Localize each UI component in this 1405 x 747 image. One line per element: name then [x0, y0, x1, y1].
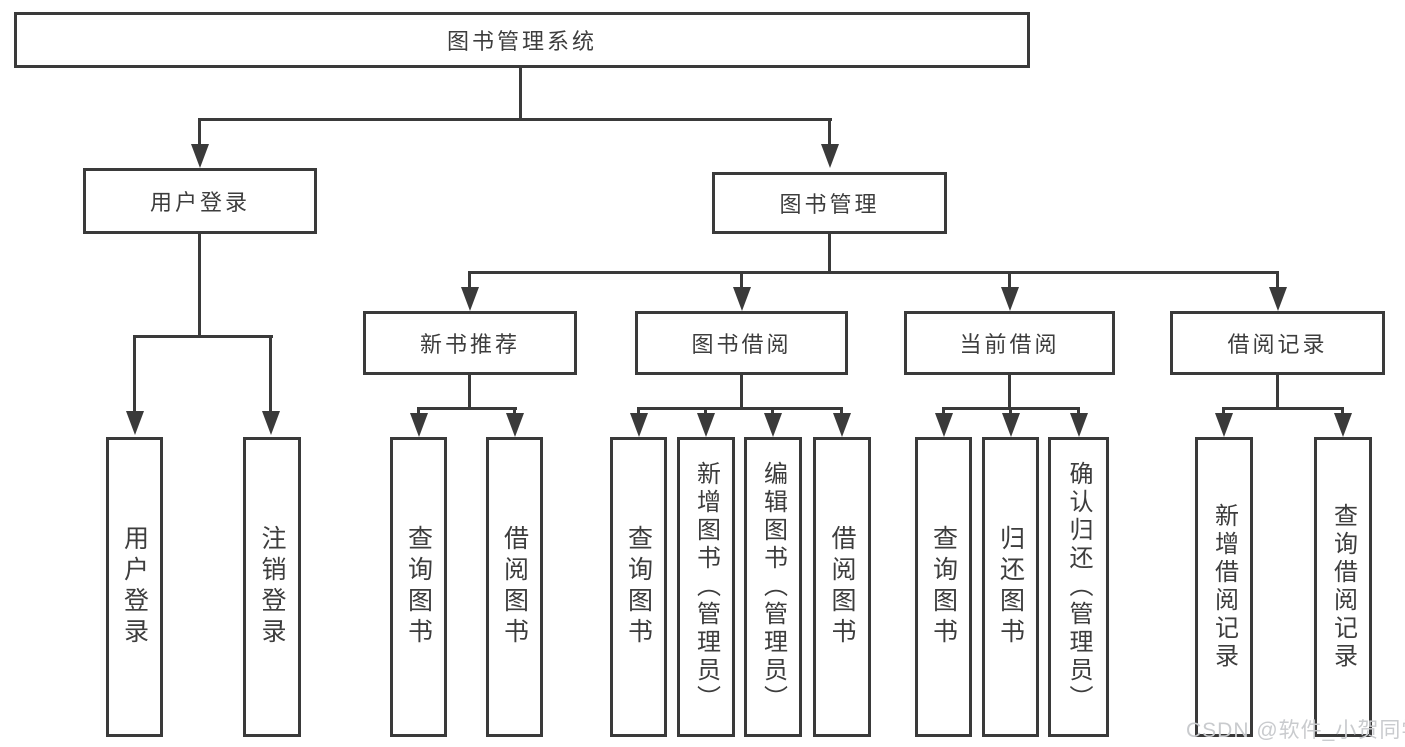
connector-stem-leaf-logout	[269, 335, 272, 415]
node-leaf-query-books-3: 查询图书	[915, 437, 972, 737]
arrowhead-query-books-1	[410, 413, 428, 437]
arrowhead-borrowing-records	[1269, 287, 1287, 311]
arrowhead-user-login	[191, 144, 209, 168]
node-leaf-logout: 注销登录	[243, 437, 301, 737]
node-user-login: 用户登录	[83, 168, 317, 234]
connector-new-book-vertical	[468, 375, 471, 409]
arrowhead-add-books	[697, 413, 715, 437]
node-new-book-recommend: 新书推荐	[363, 311, 577, 375]
node-leaf-edit-books-admin: 编辑图书（管理员）	[744, 437, 802, 737]
node-leaf-borrow-books-2: 借阅图书	[813, 437, 871, 737]
connector-user-login-horizontal	[133, 335, 273, 338]
arrowhead-query-borrow-record	[1334, 413, 1352, 437]
node-leaf-user-login: 用户登录	[106, 437, 163, 737]
arrowhead-query-books-2	[630, 413, 648, 437]
connector-stem-leaf-user-login	[133, 335, 136, 415]
node-book-management: 图书管理	[712, 172, 947, 234]
arrowhead-edit-books	[764, 413, 782, 437]
arrowhead-leaf-logout	[262, 411, 280, 435]
connector-book-management-vertical	[828, 234, 831, 273]
connector-new-book-horizontal	[417, 407, 517, 410]
connector-current-borrowing-vertical	[1008, 375, 1011, 409]
node-leaf-confirm-return-admin: 确认归还（管理员）	[1048, 437, 1109, 737]
connector-borrowing-records-vertical	[1276, 375, 1279, 409]
connector-user-login-vertical	[198, 234, 201, 337]
arrowhead-query-books-3	[935, 413, 953, 437]
connector-stem-current-borrowing	[1008, 271, 1011, 291]
arrowhead-new-book	[461, 287, 479, 311]
arrowhead-book-borrowing	[733, 287, 751, 311]
connector-stem-borrowing-records	[1276, 271, 1279, 291]
arrowhead-leaf-user-login	[126, 411, 144, 435]
connector-stem-new-book	[468, 271, 471, 291]
connector-stem-book-management	[828, 118, 831, 150]
connector-level3-horizontal	[468, 271, 1279, 274]
node-root: 图书管理系统	[14, 12, 1030, 68]
arrowhead-borrow-books-2	[833, 413, 851, 437]
node-leaf-query-borrow-record: 查询借阅记录	[1314, 437, 1372, 737]
node-leaf-return-books: 归还图书	[982, 437, 1039, 737]
arrowhead-return-books	[1002, 413, 1020, 437]
connector-book-borrowing-vertical	[740, 375, 743, 409]
node-leaf-query-books-1: 查询图书	[390, 437, 447, 737]
node-leaf-borrow-books-1: 借阅图书	[486, 437, 543, 737]
node-borrowing-records: 借阅记录	[1170, 311, 1385, 375]
connector-stem-user-login	[198, 118, 201, 150]
node-leaf-add-borrow-record: 新增借阅记录	[1195, 437, 1253, 737]
arrowhead-current-borrowing	[1001, 287, 1019, 311]
arrowhead-add-borrow-record	[1215, 413, 1233, 437]
arrowhead-confirm-return	[1070, 413, 1088, 437]
connector-root-horizontal	[198, 118, 832, 121]
node-leaf-add-books-admin: 新增图书（管理员）	[677, 437, 735, 737]
connector-stem-book-borrowing	[740, 271, 743, 291]
node-current-borrowing: 当前借阅	[904, 311, 1115, 375]
arrowhead-book-management	[821, 144, 839, 168]
connector-root-vertical	[519, 68, 522, 120]
node-book-borrowing: 图书借阅	[635, 311, 848, 375]
connector-book-borrowing-horizontal	[637, 407, 843, 410]
arrowhead-borrow-books-1	[506, 413, 524, 437]
csdn-watermark: CSDN @软件_小贺同学	[1186, 719, 1405, 742]
node-leaf-query-books-2: 查询图书	[610, 437, 667, 737]
connector-borrowing-records-horizontal	[1222, 407, 1344, 410]
